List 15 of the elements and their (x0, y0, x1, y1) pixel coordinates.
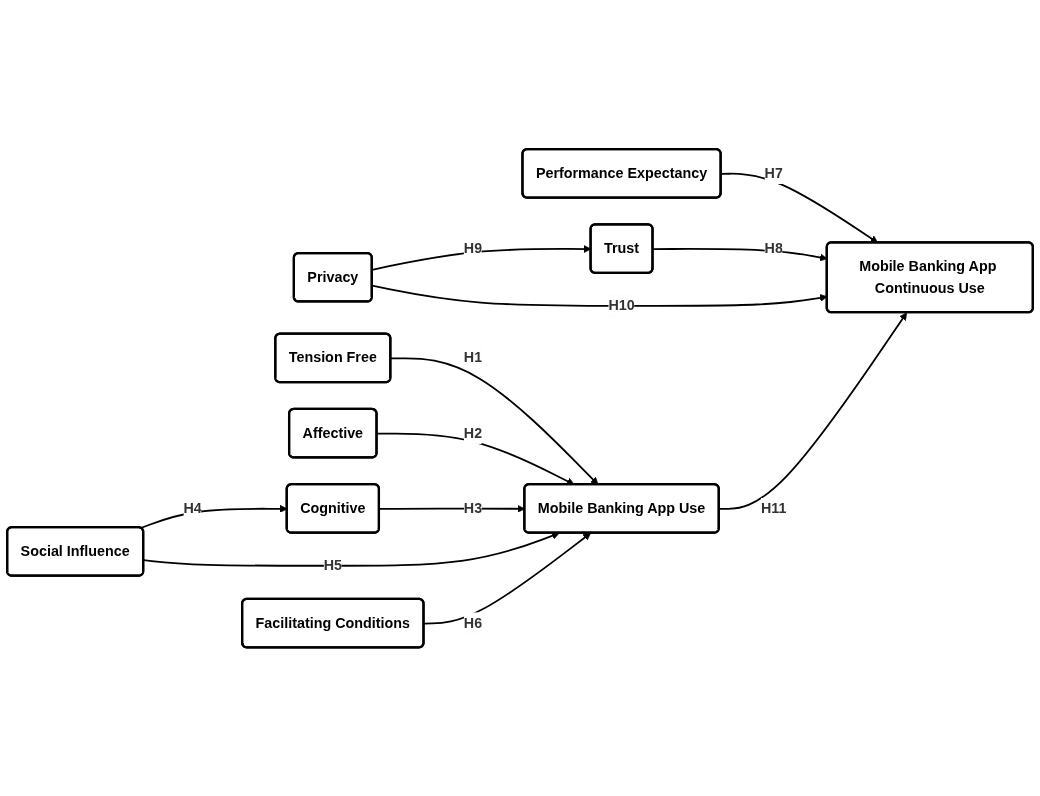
arrow (720, 172, 879, 243)
edge-label: H6 (463, 614, 483, 631)
edge-label: H3 (463, 500, 483, 516)
edge-label: H1 (463, 349, 483, 365)
edge-label: H11 (760, 500, 787, 516)
arrow (718, 312, 907, 510)
edge-label: H7 (764, 165, 783, 181)
edge-label: H5 (323, 557, 342, 573)
edge-label: H4 (183, 500, 202, 516)
edge-label: H2 (463, 424, 483, 441)
arrow (376, 432, 575, 485)
edge-label: H8 (764, 240, 783, 256)
arrow (423, 532, 591, 625)
edge-label: H9 (463, 240, 483, 256)
edge-label: H10 (608, 297, 635, 313)
